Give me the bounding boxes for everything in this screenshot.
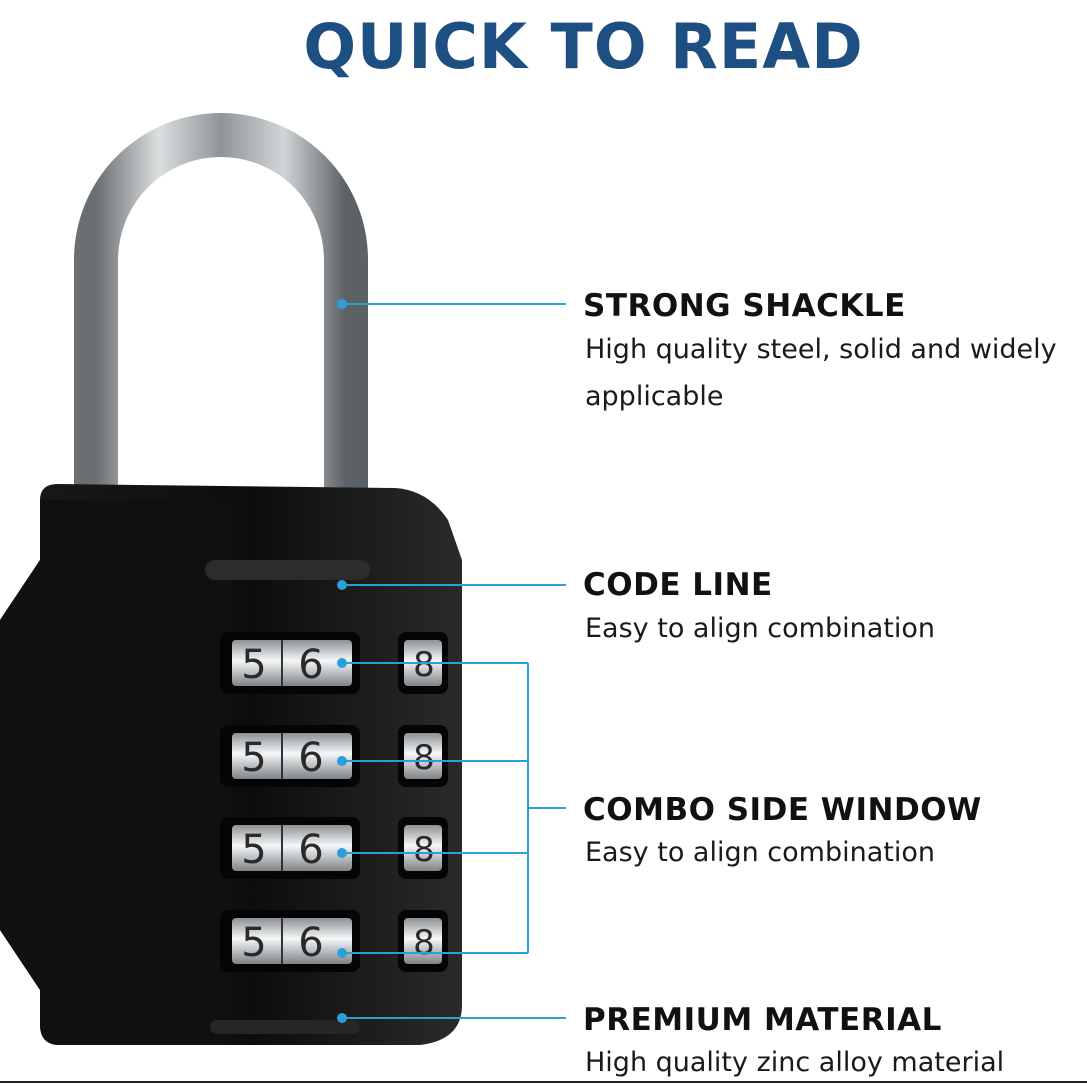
dial-digit: 5 (241, 735, 266, 781)
feature-desc-code-line: Easy to align combination (585, 613, 935, 644)
dial-wheel (232, 825, 352, 871)
dial-wheel (232, 733, 352, 779)
feature-title-premium-material: PREMIUM MATERIAL (583, 1002, 942, 1038)
dial-digit: 6 (298, 920, 323, 966)
dial-digit: 6 (298, 642, 323, 688)
callout-dots (337, 299, 347, 1023)
feature-title-code-line: CODE LINE (583, 567, 773, 603)
side-window-digit: 8 (413, 923, 435, 963)
feature-desc-strong-shackle-line-1: High quality steel, solid and widely (585, 334, 1057, 365)
dial-wheel (232, 640, 352, 686)
feature-title-strong-shackle: STRONG SHACKLE (583, 288, 906, 324)
dial-digit: 5 (241, 827, 266, 873)
dial-digit: 6 (298, 827, 323, 873)
code-line-groove (205, 560, 370, 580)
dial-digit: 6 (298, 735, 323, 781)
feature-desc-combo-side-window: Easy to align combination (585, 837, 935, 868)
feature-desc-strong-shackle-line-2: applicable (585, 381, 724, 412)
feature-title-combo-side-window: COMBO SIDE WINDOW (583, 792, 982, 828)
side-window-digit: 8 (413, 645, 435, 685)
dial-wheel (232, 918, 352, 964)
callout-lines (342, 303, 566, 1019)
page-title: QUICK TO READ (303, 10, 864, 83)
bottom-divider (0, 1081, 1087, 1083)
side-window-digit: 8 (413, 830, 435, 870)
shackle (74, 113, 368, 500)
dial-digit: 5 (241, 920, 266, 966)
side-window-digit: 8 (413, 738, 435, 778)
feature-desc-premium-material: High quality zinc alloy material (585, 1047, 1005, 1078)
dial-digit: 5 (241, 642, 266, 688)
